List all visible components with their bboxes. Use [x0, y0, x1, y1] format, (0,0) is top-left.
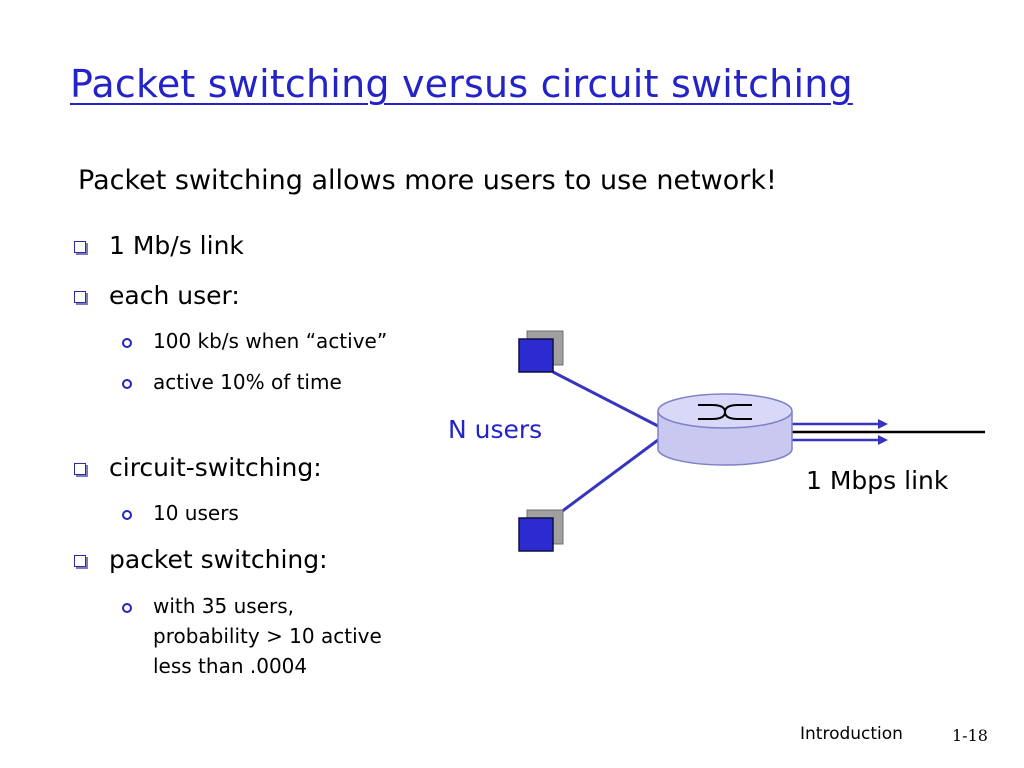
sub-bullet-text: 100 kb/s when “active” — [153, 329, 388, 353]
page-number: 1-18 — [952, 726, 988, 745]
slide-subtitle: Packet switching allows more users to us… — [78, 165, 777, 196]
circle-bullet-icon — [122, 338, 132, 348]
arrow-head-icon — [878, 435, 888, 445]
circle-bullet-icon — [122, 510, 132, 520]
square-bullet-icon — [74, 241, 86, 253]
square-bullet-icon — [74, 555, 86, 567]
circle-bullet-icon — [122, 603, 132, 613]
link-label: 1 Mbps link — [806, 466, 949, 495]
sub-bullet-text: active 10% of time — [153, 370, 342, 394]
sub-bullet-text: 10 users — [153, 501, 239, 525]
arrow-head-icon — [878, 419, 888, 429]
bullet-text: packet switching: — [109, 545, 328, 574]
square-bullet-icon — [74, 463, 86, 475]
footer-label: Introduction — [800, 724, 903, 744]
circle-bullet-icon — [122, 379, 132, 389]
sub-bullet-text: with 35 users, probability > 10 active l… — [153, 594, 382, 678]
bullet-text: circuit-switching: — [109, 453, 322, 482]
top-host-link — [552, 370, 659, 428]
host-icon — [518, 509, 564, 552]
slide-title: Packet switching versus circuit switchin… — [70, 62, 853, 106]
bullet-text: 1 Mb/s link — [109, 231, 244, 260]
host-icon — [518, 330, 564, 373]
router-icon — [657, 393, 793, 466]
bottom-host-link — [552, 438, 659, 520]
bullet-text: each user: — [109, 281, 240, 310]
square-bullet-icon — [74, 291, 86, 303]
n-users-label: N users — [448, 415, 543, 444]
